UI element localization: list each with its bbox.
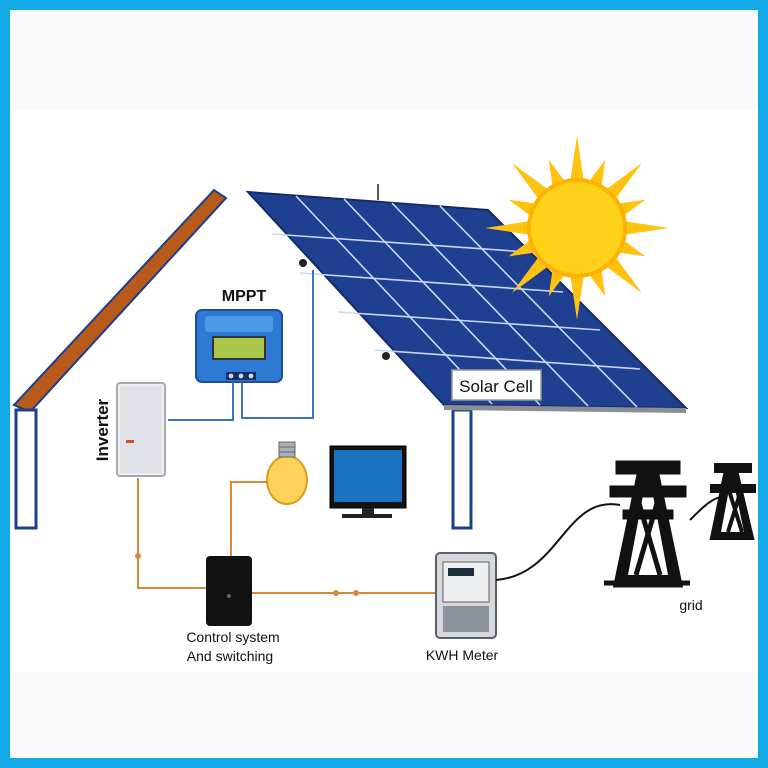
- transmission-tower-icon: [709, 463, 756, 540]
- control-label-line1: Control system: [186, 629, 279, 645]
- inverter-label: Inverter: [93, 398, 112, 461]
- sun-ray: [570, 136, 584, 181]
- sun-ray: [485, 221, 530, 235]
- sun-ray: [605, 256, 643, 294]
- roof-left: [12, 188, 228, 414]
- transmission-tower-icon: [604, 460, 690, 588]
- sun-ray: [570, 275, 584, 320]
- sun-icon: [485, 136, 669, 320]
- control-box-icon: [206, 556, 252, 626]
- wall-left: [14, 408, 38, 530]
- sun-ray: [548, 159, 565, 187]
- dc-wiring: [168, 270, 314, 421]
- kwh-meter-icon: [435, 552, 497, 639]
- sun-ray: [605, 162, 643, 200]
- sun-ray: [511, 256, 549, 294]
- sun-ray: [589, 159, 606, 187]
- mppt-charger-icon: [195, 309, 283, 383]
- sun-ray: [589, 269, 606, 297]
- light-bulb-icon: [266, 441, 308, 505]
- mppt-label: MPPT: [222, 288, 267, 305]
- monitor-icon: [329, 445, 407, 518]
- sun-ray: [548, 269, 565, 297]
- wall-right: [451, 408, 473, 530]
- kwh-meter-label: KWH Meter: [426, 647, 499, 663]
- sun-ray: [508, 240, 536, 257]
- sun-ray: [624, 221, 669, 235]
- sun-ray: [618, 240, 646, 257]
- solar-cell-label: Solar Cell: [459, 377, 533, 396]
- control-label-line2: And switching: [187, 648, 273, 664]
- solar-cell-label-box: Solar Cell: [451, 369, 542, 401]
- grid-label: grid: [679, 597, 702, 613]
- sun-disc: [527, 178, 627, 278]
- sun-ray: [618, 199, 646, 216]
- ac-wiring: [135, 478, 438, 596]
- bottom-band: [10, 672, 758, 758]
- sun-ray: [511, 162, 549, 200]
- top-band: [10, 10, 758, 110]
- sun-ray: [508, 199, 536, 216]
- inverter-icon: [116, 382, 166, 477]
